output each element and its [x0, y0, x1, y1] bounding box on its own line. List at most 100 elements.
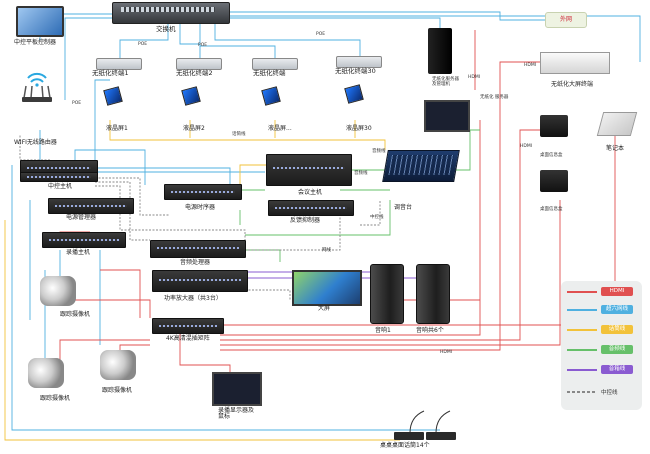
audio-processor[interactable] [150, 240, 246, 258]
desk-microphones[interactable] [388, 405, 468, 445]
legend-line [567, 291, 597, 293]
desk-box-2-label: 桌面信息盒 [540, 207, 563, 212]
speaker-1-label: 音响1 [375, 327, 391, 334]
paperless-bigscreen-terminal[interactable] [540, 52, 610, 74]
wifi-label: WIFI无线路由器 [14, 139, 57, 146]
tablet-controller[interactable] [16, 6, 64, 37]
conference-host[interactable] [266, 154, 352, 186]
legend-line [567, 309, 597, 311]
legend-tag: 音频线 [601, 345, 633, 354]
legend-tag: 音箱线 [601, 365, 633, 374]
legend-item-speaker: 音箱线 [567, 365, 637, 375]
power-sequencer[interactable] [164, 184, 242, 200]
tablet-label: 中控平板控制器 [14, 39, 57, 46]
power-manager-label: 电源管理器 [66, 214, 97, 221]
legend-item-audio: 音频线 [567, 345, 637, 355]
recording-host[interactable] [42, 232, 126, 248]
big-display-label: 大屏 [318, 305, 331, 312]
legend-text: 中控线 [601, 390, 618, 396]
feedback-suppressor-label: 反馈抑制器 [290, 217, 321, 224]
legend-line [567, 391, 597, 393]
legend-line [567, 329, 597, 331]
hd-matrix[interactable] [152, 318, 224, 334]
tracking-camera-2[interactable] [28, 358, 64, 388]
control-host-label: 中控主机 [48, 183, 73, 190]
network-switch[interactable] [112, 2, 230, 24]
edge-label-talk: 话筒线 [232, 132, 246, 137]
paperless-terminal-30[interactable] [336, 56, 382, 68]
internet-pill: 外网 [545, 12, 587, 28]
lcd-30-label: 液晶屏30 [346, 125, 372, 132]
wifi-icon [22, 72, 52, 102]
desk-info-box-1[interactable] [540, 115, 568, 137]
edge-label-poe-3: POE [316, 32, 326, 37]
terminal-1-label: 无纸化终端1 [92, 69, 129, 77]
tracking-camera-3[interactable] [100, 350, 136, 380]
legend: HDMI 超六网线 话筒线 音频线 音箱线 中控线 [561, 281, 642, 410]
feedback-suppressor[interactable] [268, 200, 354, 216]
notebook-label: 笔记本 [606, 145, 625, 152]
recording-display-label: 录播显示器及 鼠标 [218, 407, 255, 420]
amplifier-label: 功率放大器（共3台） [164, 295, 222, 302]
speaker-6[interactable] [416, 264, 450, 324]
lcd-3-label: 液晶屏... [268, 125, 292, 132]
lcd-1-label: 液晶屏1 [106, 125, 128, 132]
paperless-terminal-3[interactable] [252, 58, 298, 70]
mixer-label: 调音台 [394, 204, 413, 211]
bigscreen-terminal-label: 无纸化大屏终端 [551, 81, 594, 88]
microphone-label: 桌桌桌面话筒14个 [380, 442, 430, 449]
edge-label-poe-4: POE [72, 101, 82, 106]
wifi-router[interactable] [20, 68, 54, 104]
edge-label-server-ip: 无纸化 服务器 [480, 95, 509, 100]
camera-3-label: 跟踪摄像机 [102, 387, 133, 394]
edge-label-hdmi-c: HDMI [520, 144, 533, 149]
legend-line [567, 349, 597, 351]
paperless-terminal-2[interactable] [176, 58, 222, 70]
recording-host-label: 录播主机 [66, 249, 91, 256]
legend-tag: HDMI [601, 287, 633, 296]
power-manager[interactable] [48, 198, 134, 214]
speaker-1[interactable] [370, 264, 404, 324]
legend-item-control: 中控线 [567, 387, 637, 397]
power-amplifier[interactable] [152, 270, 248, 292]
edge-label-poe: POE [138, 42, 148, 47]
legend-tag: 超六网线 [601, 305, 633, 314]
camera-2-label: 跟踪摄像机 [40, 395, 71, 402]
terminal-3-label: 无纸化终端 [253, 69, 286, 77]
edge-label-hdmi-d: HDMI [440, 350, 453, 355]
speaker-6-label: 音响共6个 [416, 327, 444, 334]
tracking-camera-1[interactable] [40, 276, 76, 306]
recording-display[interactable] [212, 372, 262, 406]
edge-label-audio-out: 音频线 [354, 171, 368, 176]
edge-label-poe-2: POE [198, 43, 208, 48]
power-sequencer-label: 电源时序器 [185, 204, 216, 211]
legend-item-hdmi: HDMI [567, 287, 637, 297]
microphone-icon [394, 410, 456, 440]
paperless-server[interactable] [428, 28, 452, 74]
notebook-laptop[interactable] [596, 112, 638, 136]
control-host-2[interactable] [20, 172, 98, 182]
desk-box-1-label: 桌面信息盒 [540, 153, 563, 158]
lcd-2-label: 液晶屏2 [183, 125, 205, 132]
edge-label-hdmi-a: HDMI [468, 75, 481, 80]
switch-label: 交换机 [156, 25, 176, 33]
terminal-2-label: 无纸化终端2 [176, 69, 213, 77]
conference-host-label: 会议主机 [298, 189, 323, 196]
legend-tag: 话筒线 [601, 325, 633, 334]
edge-label-ctl: 中控线 [370, 215, 384, 220]
legend-item-cat6: 超六网线 [567, 305, 637, 315]
edge-label-hdmi-b: HDMI [524, 63, 537, 68]
paperless-terminal-1[interactable] [96, 58, 142, 70]
edge-label-audio-in: 音频线 [372, 149, 386, 154]
camera-1-label: 跟踪摄像机 [60, 311, 91, 318]
big-display[interactable] [292, 270, 362, 306]
mixing-console[interactable] [382, 150, 460, 182]
terminal-30-label: 无纸化终端30 [335, 67, 376, 75]
hd-matrix-label: 4K高清混插矩阵 [166, 335, 210, 342]
audio-processor-label: 音频处理器 [180, 259, 211, 266]
server-label: 无纸化服务器 及管理机 [432, 77, 459, 87]
legend-line [567, 369, 597, 371]
desk-info-box-2[interactable] [540, 170, 568, 192]
server-monitor[interactable] [424, 100, 470, 132]
